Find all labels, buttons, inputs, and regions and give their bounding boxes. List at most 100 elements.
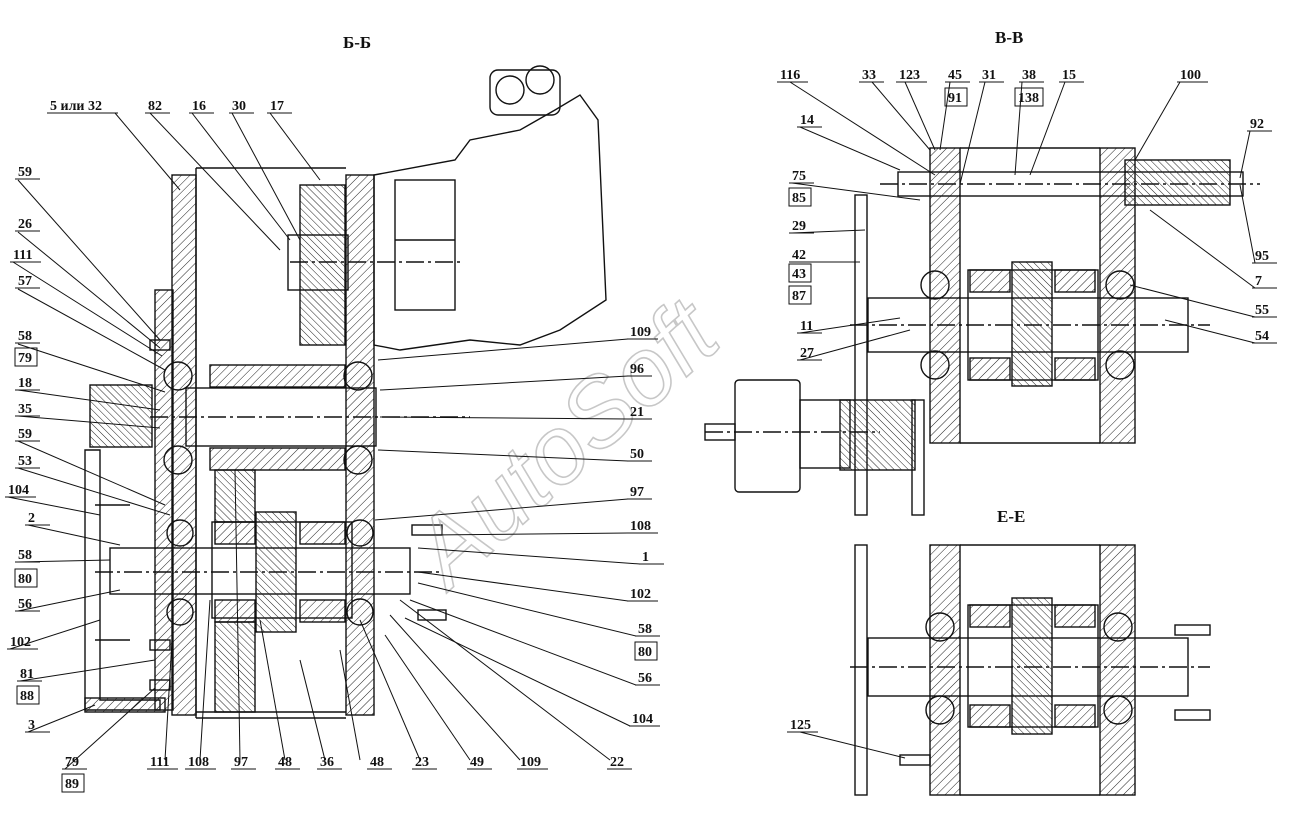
- callout-label: 82: [148, 99, 162, 114]
- leader-line: [1164, 319, 1256, 344]
- callout-label: 58: [18, 548, 32, 563]
- callout-label: 108: [188, 755, 209, 770]
- callout-label: 81: [20, 667, 34, 682]
- leader-line: [164, 639, 173, 761]
- callout-label: 35: [18, 402, 32, 417]
- leader-line: [871, 81, 931, 151]
- callout-label: 75: [792, 169, 806, 184]
- callout-label: 79: [65, 755, 79, 770]
- callout-label: 38: [1022, 68, 1036, 83]
- callout-box: [634, 641, 658, 661]
- section-title-ee: Е-Е: [997, 507, 1025, 526]
- leader-line: [234, 469, 241, 761]
- leader-line: [799, 317, 901, 334]
- section-title-bb: Б-Б: [343, 33, 371, 52]
- callout-label: 125: [790, 718, 811, 733]
- callout-label: 87: [792, 289, 806, 304]
- callout-label: 23: [415, 755, 429, 770]
- callout-label: 102: [10, 635, 31, 650]
- leader-line: [27, 524, 121, 546]
- leader-line: [791, 182, 921, 201]
- leader-line: [17, 288, 166, 371]
- leader-line: [409, 599, 637, 686]
- callout-label: 109: [520, 755, 541, 770]
- callout-box: [788, 263, 812, 283]
- leader-line: [64, 687, 156, 770]
- callout-label: 111: [13, 248, 32, 263]
- callout-label: 116: [780, 68, 800, 83]
- leader-line: [904, 81, 936, 151]
- leader-line: [17, 559, 111, 563]
- leader-line: [1029, 81, 1066, 176]
- leader-line: [799, 126, 901, 171]
- callout-label: 55: [1255, 303, 1269, 318]
- callout-label: 30: [232, 99, 246, 114]
- callout-label: 49: [470, 755, 484, 770]
- callout-box: [14, 347, 38, 367]
- callout-label: 21: [630, 405, 644, 420]
- leader-line: [417, 571, 629, 602]
- callout-label: 91: [948, 91, 962, 106]
- leader-line: [17, 343, 166, 393]
- callout-label: 56: [18, 597, 32, 612]
- callout-label: 100: [1180, 68, 1201, 83]
- callout-label: 22: [610, 755, 624, 770]
- leader-line: [19, 659, 156, 682]
- leader-line: [799, 731, 906, 759]
- section-title-vv: В-В: [995, 28, 1023, 47]
- callout-label: 50: [630, 447, 644, 462]
- callout-label: 79: [18, 351, 32, 366]
- leader-line: [379, 416, 629, 420]
- callout-label: 89: [65, 777, 79, 792]
- leader-line: [959, 81, 986, 185]
- callout-label: 7: [1255, 274, 1262, 289]
- leader-line: [259, 619, 286, 761]
- leader-line: [1149, 209, 1256, 289]
- leader-line: [789, 81, 936, 176]
- leader-line: [404, 617, 631, 727]
- callout-label: 29: [792, 219, 806, 234]
- leader-line: [17, 231, 161, 349]
- leader-lines: [5, 81, 1277, 793]
- leader-line: [1134, 81, 1181, 161]
- leader-line: [7, 496, 101, 516]
- callout-box: [944, 87, 968, 107]
- callout-label: 80: [18, 572, 32, 587]
- leader-line: [1239, 184, 1256, 264]
- leader-line: [374, 498, 629, 521]
- leader-line: [799, 329, 911, 361]
- callout-label: 48: [370, 755, 384, 770]
- leader-line: [9, 619, 101, 650]
- leader-line: [199, 599, 211, 761]
- callout-label: 108: [630, 519, 651, 534]
- leader-line: [377, 338, 629, 361]
- callout-label: 43: [792, 267, 806, 282]
- leader-line: [269, 112, 321, 181]
- leader-line: [149, 112, 281, 251]
- callout-label: 138: [1018, 91, 1039, 106]
- leader-line: [417, 547, 641, 565]
- leader-line: [1129, 284, 1256, 318]
- callout-label: 102: [630, 587, 651, 602]
- callout-label: 57: [18, 274, 32, 289]
- callout-label: 31: [982, 68, 996, 83]
- callout-label: 2: [28, 511, 35, 526]
- callout-box: [61, 773, 85, 793]
- callout-label: 109: [630, 325, 651, 340]
- callout-label: 33: [862, 68, 876, 83]
- leader-line: [339, 649, 361, 761]
- callout-label: 3: [28, 718, 35, 733]
- callout-label: 56: [638, 671, 652, 686]
- callout-label: 53: [18, 454, 32, 469]
- leader-line: [377, 449, 629, 462]
- callout-label: 45: [948, 68, 962, 83]
- callout-box: [788, 285, 812, 305]
- callout-label: 58: [18, 329, 32, 344]
- leader-line: [1239, 130, 1251, 179]
- callout-box: [14, 568, 38, 588]
- leader-line: [17, 467, 171, 516]
- callout-label: 17: [270, 99, 284, 114]
